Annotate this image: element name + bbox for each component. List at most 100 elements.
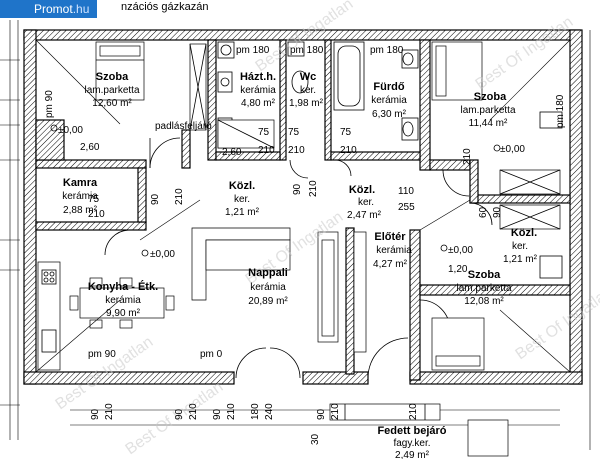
svg-text:1,21 m²: 1,21 m² — [225, 207, 260, 218]
svg-text:210: 210 — [226, 403, 237, 420]
room-wc: Wc ker. 1,98 m² — [289, 71, 324, 109]
svg-text:Előtér: Előtér — [374, 231, 406, 243]
door-swings — [104, 137, 493, 379]
sill-height-label: pm 180 — [370, 45, 404, 56]
svg-text:1,20: 1,20 — [448, 264, 468, 275]
room-furdo: Fürdő kerámia 6,30 m² — [371, 81, 407, 120]
svg-text:110: 110 — [398, 186, 414, 197]
svg-text:2,47 m²: 2,47 m² — [347, 210, 382, 221]
svg-text:Nappali: Nappali — [248, 267, 288, 279]
svg-text:kerámia: kerámia — [105, 295, 141, 306]
svg-text:90: 90 — [292, 183, 303, 195]
svg-text:210: 210 — [258, 145, 275, 156]
svg-text:Fürdő: Fürdő — [373, 81, 404, 93]
svg-text:Wc: Wc — [300, 71, 317, 83]
level-label: ±0,00 — [150, 249, 175, 260]
room-nappali: Nappali kerámia 20,89 m² — [248, 267, 288, 307]
svg-text:210: 210 — [408, 403, 419, 420]
svg-text:Közl.: Közl. — [511, 227, 537, 239]
svg-text:210: 210 — [88, 209, 105, 220]
outer-walls — [23, 29, 583, 385]
misc-labels: padlásfeljáró pm 180 pm 180 pm 180 pm 90… — [44, 45, 566, 360]
room-kozlekedo-3: Közl. ker. 1,21 m² — [503, 227, 538, 265]
svg-text:2,60: 2,60 — [80, 142, 100, 153]
svg-text:90: 90 — [212, 408, 223, 420]
sill-height-label: pm 90 — [44, 90, 55, 118]
brand-name: Promot — [34, 2, 73, 16]
svg-text:180: 180 — [250, 403, 261, 420]
svg-text:90: 90 — [174, 408, 185, 420]
svg-text:30: 30 — [310, 433, 321, 445]
room-labels: Szoba lam.parketta 12,60 m² Házt.h. kerá… — [62, 71, 537, 459]
heating-caption: nzációs gázkazán — [118, 1, 212, 13]
svg-text:Kamra: Kamra — [63, 177, 98, 189]
svg-text:210: 210 — [308, 180, 319, 197]
brand-badge[interactable]: Promot.hu — [0, 0, 98, 18]
svg-text:240: 240 — [264, 403, 275, 420]
svg-text:20,89 m²: 20,89 m² — [248, 296, 288, 307]
dimension-texts: 2,60 2,60 75 210 75 210 75 210 75 210 90… — [80, 127, 503, 445]
level-label: ±0,00 — [58, 125, 83, 136]
svg-text:4,80 m²: 4,80 m² — [241, 98, 276, 109]
svg-text:kerámia: kerámia — [250, 282, 286, 293]
svg-text:ker.: ker. — [358, 197, 374, 208]
svg-text:12,60 m²: 12,60 m² — [92, 98, 132, 109]
level-label: ±0,00 — [500, 144, 525, 155]
furniture — [35, 39, 571, 457]
room-kozlekedo-1: Közl. ker. 1,21 m² — [225, 180, 260, 218]
sill-height-label: pm 180 — [290, 45, 324, 56]
svg-text:11,44 m²: 11,44 m² — [469, 118, 508, 129]
room-szoba-2: Szoba lam.parketta 11,44 m² — [460, 91, 515, 129]
svg-text:Szoba: Szoba — [474, 91, 507, 103]
svg-text:kerámia: kerámia — [376, 245, 412, 256]
svg-text:ker.: ker. — [300, 85, 316, 96]
room-szoba-1: Szoba lam.parketta 12,60 m² — [84, 71, 139, 109]
svg-text:kerámia: kerámia — [240, 85, 276, 96]
svg-text:ker.: ker. — [512, 241, 528, 252]
svg-text:Házt.h.: Házt.h. — [240, 71, 276, 83]
svg-text:lam.parketta: lam.parketta — [456, 283, 511, 294]
svg-text:60: 60 — [478, 206, 489, 218]
svg-text:2,49 m²: 2,49 m² — [395, 450, 430, 459]
svg-text:6,30 m²: 6,30 m² — [372, 109, 407, 120]
svg-text:90: 90 — [316, 408, 327, 420]
svg-text:210: 210 — [188, 403, 199, 420]
svg-text:Fedett bejáró: Fedett bejáró — [377, 425, 446, 437]
svg-text:210: 210 — [330, 403, 341, 420]
sill-height-label: pm 180 — [555, 94, 566, 128]
room-eloter: Előtér kerámia 4,27 m² — [373, 231, 412, 270]
svg-text:2,60: 2,60 — [222, 147, 242, 158]
svg-text:1,21 m²: 1,21 m² — [503, 254, 538, 265]
svg-text:210: 210 — [174, 188, 185, 205]
svg-text:210: 210 — [340, 145, 357, 156]
level-label: ±0,00 — [448, 245, 473, 256]
svg-text:Konyha - Étk.: Konyha - Étk. — [88, 280, 158, 293]
svg-text:2,88 m²: 2,88 m² — [63, 205, 98, 216]
room-szoba-3: Szoba lam.parketta 12,08 m² — [456, 269, 511, 307]
room-fedett-bejaro: Fedett bejáró fagy.ker. 2,49 m² — [377, 425, 446, 459]
sill-height-label: pm 90 — [88, 349, 116, 360]
svg-text:90: 90 — [150, 193, 161, 205]
svg-text:12,08 m²: 12,08 m² — [464, 296, 504, 307]
svg-text:75: 75 — [88, 194, 100, 205]
room-kamra: Kamra kerámia 2,88 m² — [62, 177, 98, 216]
svg-text:75: 75 — [340, 127, 352, 138]
svg-text:Szoba: Szoba — [96, 71, 129, 83]
attic-access-label: padlásfeljáró — [155, 121, 212, 132]
svg-text:kerámia: kerámia — [62, 191, 98, 202]
svg-text:fagy.ker.: fagy.ker. — [393, 438, 430, 449]
svg-text:1,98 m²: 1,98 m² — [289, 98, 324, 109]
svg-text:Közl.: Közl. — [229, 180, 255, 192]
watermark-text: Best Of Ingatlan — [473, 14, 577, 94]
interior-walls — [35, 39, 571, 381]
svg-text:210: 210 — [104, 403, 115, 420]
svg-text:90: 90 — [492, 206, 503, 218]
room-kozlekedo-2: Közl. ker. 2,47 m² — [347, 184, 382, 221]
svg-text:90: 90 — [90, 408, 101, 420]
svg-text:210: 210 — [462, 148, 473, 165]
svg-text:4,27 m²: 4,27 m² — [373, 259, 408, 270]
svg-text:lam.parketta: lam.parketta — [84, 85, 139, 96]
svg-text:lam.parketta: lam.parketta — [460, 105, 515, 116]
sill-height-label: pm 180 — [236, 45, 270, 56]
